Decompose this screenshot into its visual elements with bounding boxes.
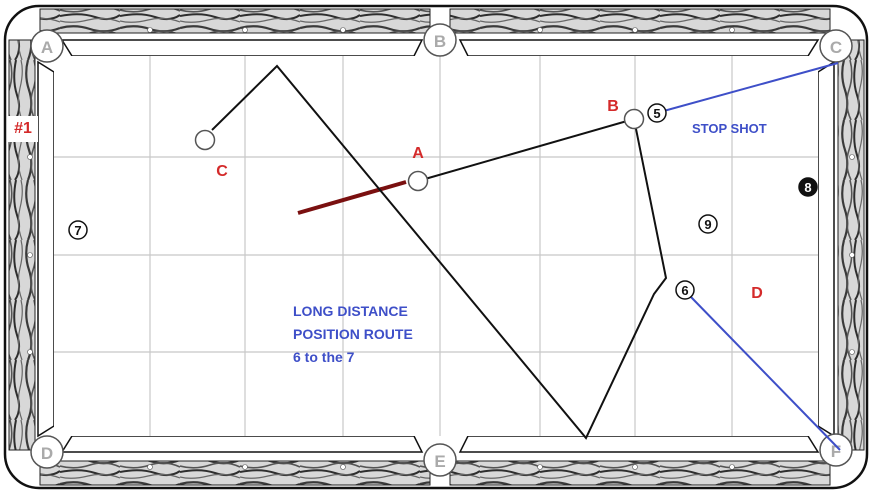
pocket-d-label: D <box>41 444 53 463</box>
ball-9-number: 9 <box>704 217 711 232</box>
pocket-d: D <box>30 435 64 469</box>
pocket-e: E <box>423 443 457 477</box>
position-circle-c <box>194 129 216 151</box>
ball-6-number: 6 <box>681 283 688 298</box>
position-circle-a <box>407 170 429 192</box>
pocket-c: C <box>819 29 853 63</box>
pocket-c-label: C <box>830 38 842 57</box>
pocket-b: B <box>423 23 457 57</box>
ball-6: 6 <box>675 280 695 300</box>
table-grid <box>54 56 818 436</box>
pocket-a: A <box>30 29 64 63</box>
position-label-d: D <box>751 285 763 302</box>
ball-9: 9 <box>698 214 718 234</box>
position-label-a: A <box>412 145 424 162</box>
cue-stick-line <box>297 180 407 215</box>
shot-line-a-to-b <box>417 118 635 182</box>
ball-7-number: 7 <box>74 223 81 238</box>
ball-8: 8 <box>798 177 818 197</box>
playing-surface <box>54 56 818 436</box>
ball-7: 7 <box>68 220 88 240</box>
line-5-to-pocket-c <box>659 62 839 113</box>
pocket-a-label: A <box>41 38 53 57</box>
route-note-line-2: POSITION ROUTE <box>293 326 413 342</box>
line-6-to-pocket-f <box>689 295 841 451</box>
cue-ball-route-from-6 <box>211 64 668 440</box>
ball-5: 5 <box>647 103 667 123</box>
route-note-line-1: LONG DISTANCE <box>293 303 408 319</box>
cushions <box>37 39 835 453</box>
stop-shot-note: STOP SHOT <box>692 121 767 136</box>
position-circle-b <box>623 108 645 130</box>
diagram-number-badge: #1 <box>8 116 38 142</box>
pocket-b-label: B <box>434 32 446 51</box>
pocket-e-label: E <box>434 452 445 471</box>
pocket-f: F <box>819 433 853 467</box>
pocket-f-label: F <box>831 442 841 461</box>
ball-8-number: 8 <box>804 180 811 195</box>
rail-diamonds <box>27 27 855 470</box>
diagram-number-text: #1 <box>14 120 32 137</box>
ball-5-number: 5 <box>653 106 660 121</box>
position-label-b: B <box>607 98 619 115</box>
position-label-c: C <box>216 163 228 180</box>
route-note-line-3: 6 to the 7 <box>293 349 355 365</box>
